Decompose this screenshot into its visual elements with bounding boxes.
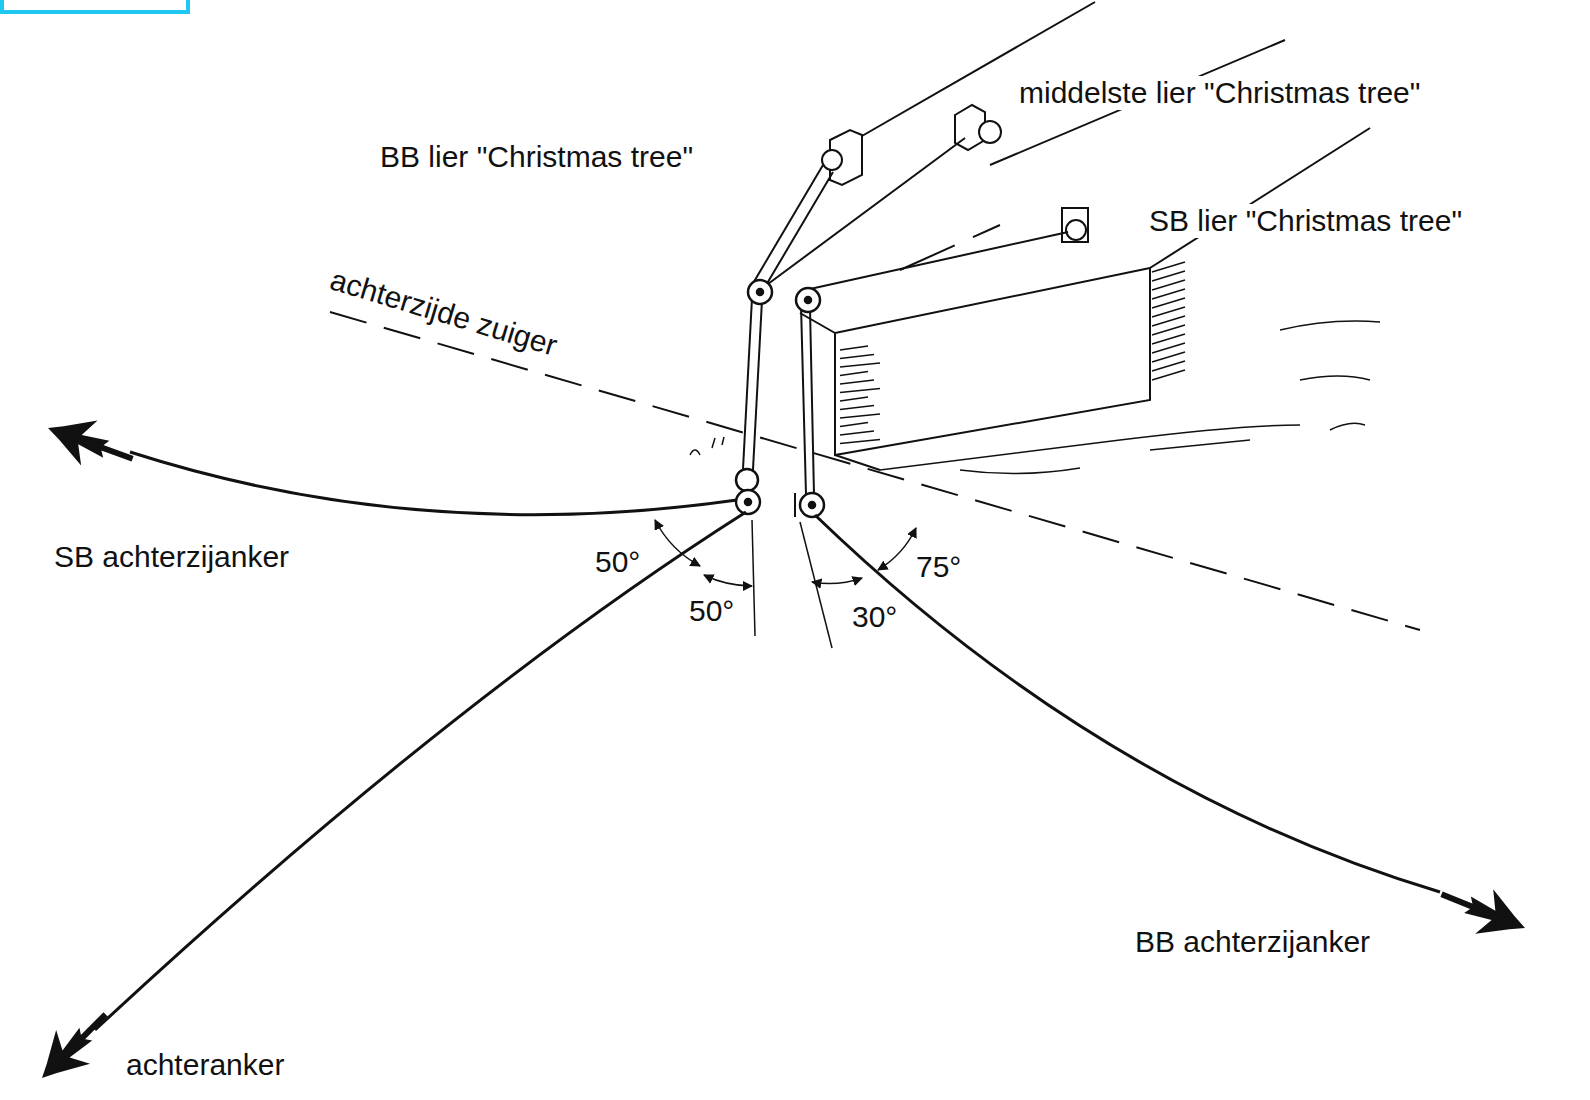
hatch-stroke — [1152, 289, 1185, 299]
hatch-stroke — [1152, 262, 1185, 272]
hull-hatching — [840, 262, 1185, 444]
stern-anchor — [25, 997, 123, 1095]
winches — [822, 105, 1088, 242]
angle-label: 30° — [850, 600, 899, 634]
angle-lines — [655, 520, 916, 648]
hatch-stroke — [840, 389, 880, 393]
hatch-stroke — [840, 406, 874, 410]
piston-rear-line — [330, 312, 1420, 630]
winch-label: middelste lier "Christmas tree" — [1017, 76, 1422, 110]
hatch-stroke — [840, 397, 868, 401]
hatch-stroke — [840, 355, 874, 359]
sb-side-anchor — [40, 405, 141, 481]
anchor-label: SB achterzijanker — [52, 540, 291, 574]
hatch-stroke — [1152, 280, 1185, 290]
winch-label: BB lier "Christmas tree" — [378, 140, 695, 174]
anchor-label: achteranker — [124, 1048, 286, 1082]
hatch-stroke — [840, 372, 868, 376]
hatch-stroke — [1152, 352, 1185, 362]
hatch-stroke — [840, 423, 868, 427]
line-label: achterzijde zuiger — [324, 262, 563, 363]
hatch-stroke — [840, 363, 880, 367]
hatch-stroke — [840, 380, 874, 384]
hatch-stroke — [840, 414, 880, 418]
hatch-stroke — [1152, 370, 1185, 380]
hatch-stroke — [1152, 316, 1185, 326]
anchor-label: BB achterzijanker — [1133, 925, 1372, 959]
hatch-stroke — [1152, 298, 1185, 308]
hatch-stroke — [840, 440, 880, 444]
hatch-stroke — [1152, 343, 1185, 353]
angle-label: 50° — [593, 545, 642, 579]
hatch-stroke — [1152, 325, 1185, 335]
hatch-stroke — [1152, 361, 1185, 371]
hatch-stroke — [840, 346, 868, 350]
winch-label: SB lier "Christmas tree" — [1147, 204, 1464, 238]
hatch-stroke — [1152, 271, 1185, 281]
hatch-stroke — [1152, 307, 1185, 317]
hatch-stroke — [840, 431, 874, 435]
angle-label: 75° — [914, 550, 963, 584]
pulleys — [736, 280, 824, 517]
winch-cables — [742, 138, 1068, 517]
corner-frame — [2, 0, 188, 12]
anchor-cables — [95, 452, 1440, 1030]
angle-label: 50° — [687, 594, 736, 628]
water-lines — [690, 321, 1380, 474]
bb-side-anchor — [1433, 872, 1534, 950]
hatch-stroke — [1152, 334, 1185, 344]
